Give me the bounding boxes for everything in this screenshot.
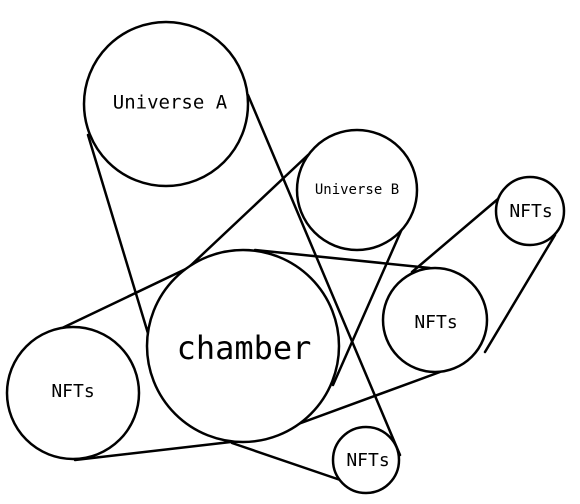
link-nfts-mid-right-nfts-top-right-upper [410, 191, 507, 274]
universe-b-label: Universe B [315, 182, 399, 198]
connector-lines [56, 93, 557, 487]
link-universe-a-chamber-left [86, 133, 152, 342]
chamber-label: chamber [177, 329, 312, 367]
chamber-circle [145, 248, 341, 444]
link-chamber-nfts-bottom [230, 441, 357, 487]
universe-a-circle [82, 20, 250, 188]
nfts-top-right-label: NFTs [509, 201, 552, 222]
nfts-mid-right-label: NFTs [414, 312, 457, 333]
node-universe-a: Universe A [82, 20, 250, 188]
node-chamber: chamber [145, 248, 341, 444]
universe-a-label: Universe A [113, 92, 228, 114]
nfts-top-right-circle [494, 175, 566, 247]
node-universe-b: Universe B [295, 128, 419, 252]
node-nfts-mid-right: NFTs [381, 266, 489, 374]
nfts-left-label: NFTs [51, 381, 94, 402]
link-chamber-nfts-left-upper [56, 265, 192, 332]
link-chamber-nfts-left-lower [73, 438, 250, 462]
link-nfts-mid-right-nfts-top-right-lower [483, 233, 557, 354]
universe-b-circle [295, 128, 419, 252]
node-nfts-bottom: NFTs [331, 425, 401, 495]
nfts-mid-right-circle [381, 266, 489, 374]
node-nfts-top-right: NFTs [494, 175, 566, 247]
link-universe-b-chamber-upper [186, 153, 310, 270]
nfts-bottom-circle [331, 425, 401, 495]
nfts-bottom-label: NFTs [346, 450, 389, 471]
link-chamber-nfts-mid-right-upper [253, 248, 432, 270]
node-nfts-left: NFTs [5, 325, 141, 461]
nfts-left-circle [5, 325, 141, 461]
link-universe-b-chamber-lower [331, 220, 407, 387]
